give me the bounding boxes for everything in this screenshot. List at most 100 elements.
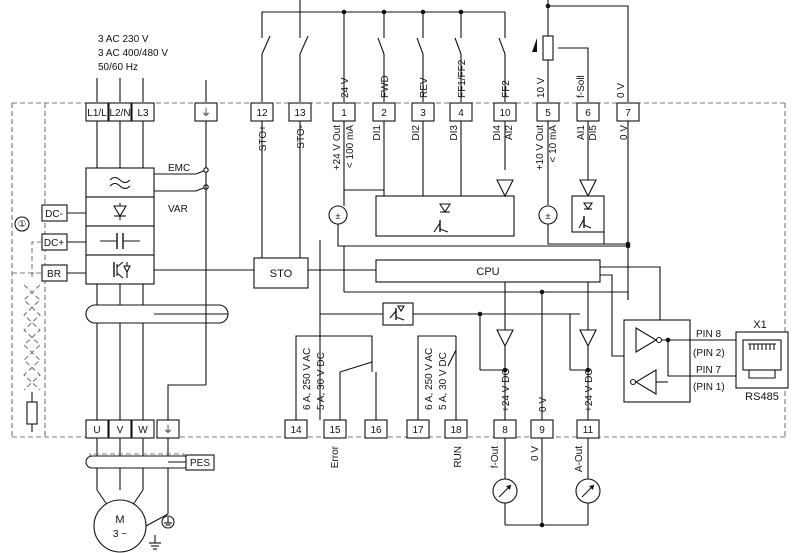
- rectifier-block: [85, 196, 155, 227]
- terminal-function-labels: STO+ STO- +24 V Out < 100 mA DI1 DI2 DI3…: [258, 125, 630, 171]
- terminal-15[interactable]: [323, 419, 347, 439]
- relay-rating-2: 5 A, 30 V DC: [438, 352, 449, 410]
- switch-contacts: [256, 35, 511, 55]
- terminal-label: 4: [458, 108, 464, 119]
- terminal-label: 5: [545, 108, 551, 119]
- signal-label: 24 V: [340, 77, 351, 98]
- terminal-label: 1: [341, 108, 347, 119]
- terminal-label: L1/L: [87, 108, 107, 119]
- output-function-label: +24 V DO: [501, 368, 512, 412]
- filter-icon: [109, 176, 131, 190]
- signal-label: 10 V: [536, 77, 547, 98]
- note-marker-icon: [14, 216, 30, 232]
- top-signal-labels: 24 V FWD REV FF1/FF2 FF2 10 V f-Soll 0 V: [340, 59, 627, 98]
- inverter-block: [85, 254, 155, 285]
- terminal-label: 2: [381, 108, 387, 119]
- potentiometer-icon: [532, 35, 554, 61]
- signal-label: FF1/FF2: [457, 59, 468, 98]
- supply-line-2: 3 AC 400/480 V: [98, 48, 168, 59]
- emc-label: EMC: [168, 163, 190, 174]
- function-label: DI3: [449, 125, 460, 141]
- function-label: 0 V: [619, 125, 630, 140]
- terminal-label: 16: [370, 425, 382, 436]
- rs485-transceiver: [623, 319, 691, 403]
- terminal-17[interactable]: [406, 419, 430, 439]
- pes-label: PES: [190, 458, 210, 469]
- ground-symbol-icon: ⏚: [163, 424, 173, 436]
- terminal-label: 10: [499, 108, 511, 119]
- relay-rating-1: 6 A, 250 V AC: [302, 348, 313, 410]
- output-function-label: 0 V: [538, 397, 549, 412]
- svg-text:±: ±: [335, 211, 340, 222]
- terminal-label: 9: [539, 425, 545, 436]
- optocoupler-block: [375, 195, 515, 237]
- rs485-label: RS485: [745, 391, 779, 403]
- emc-filter-block: [85, 167, 155, 198]
- terminal-label: 6: [585, 108, 591, 119]
- function-label: < 100 mA: [345, 125, 356, 168]
- motor-icon: [93, 499, 147, 553]
- optocoupler-icon: [433, 203, 451, 233]
- dc-minus-label: DC-: [45, 209, 63, 220]
- capacitor-icon: [100, 233, 140, 249]
- pin8-label: PIN 8: [696, 329, 721, 340]
- terminal-label: 8: [502, 425, 508, 436]
- terminal-16[interactable]: [364, 419, 388, 439]
- output-driver-icon: [496, 329, 514, 348]
- signal-label: FF2: [501, 80, 512, 98]
- emc-var-switch: EMC VAR: [154, 121, 209, 420]
- mains-wiring: [96, 78, 207, 102]
- terminal-label: 18: [450, 425, 462, 436]
- function-label: STO-: [296, 125, 307, 149]
- control-wiring-top: [261, 0, 629, 102]
- terminal-label: 17: [412, 425, 424, 436]
- relay-run: 6 A, 250 V AC 5 A, 30 V DC RUN: [417, 335, 464, 468]
- function-label: AI1: [576, 125, 587, 140]
- function-label: DI4: [492, 125, 503, 141]
- terminal-label: 3: [420, 108, 426, 119]
- note-marker: ①: [18, 219, 27, 230]
- relay-rating-2: 5 A, 30 V DC: [316, 352, 327, 410]
- output-function-label: +24 V DO: [584, 368, 595, 412]
- rj45-socket-icon[interactable]: [735, 331, 789, 389]
- supply-line-3: 50/60 Hz: [98, 62, 138, 73]
- terminal-14[interactable]: [284, 419, 308, 439]
- relay-error-label: Error: [330, 445, 341, 468]
- function-label: < 10 mA: [548, 125, 559, 163]
- pes-terminal[interactable]: [185, 454, 215, 471]
- var-label: VAR: [168, 204, 188, 215]
- f-out-label: f-Out: [490, 446, 501, 468]
- supply-line-1: 3 AC 230 V: [98, 34, 149, 45]
- terminal-label: 14: [290, 425, 302, 436]
- zero-v-label: 0 V: [530, 446, 541, 461]
- dc-plus-label: DC+: [44, 238, 64, 249]
- sto-section: STO: [154, 121, 376, 289]
- terminal-18[interactable]: [444, 419, 468, 439]
- supply-spec: 3 AC 230 V 3 AC 400/480 V 50/60 Hz: [98, 34, 168, 73]
- cpu-block: [375, 259, 601, 283]
- ai-optocoupler-block: [571, 195, 605, 233]
- comparator-icon: [579, 179, 597, 198]
- signal-label: f-Soll: [576, 75, 587, 98]
- terminal-label: W: [138, 425, 148, 436]
- terminal-label: 15: [329, 425, 341, 436]
- motor-letter: M: [115, 514, 124, 526]
- terminal-label: 13: [294, 108, 306, 119]
- ground-symbol-icon: ⏚: [201, 107, 211, 119]
- optocoupler-icon: [578, 202, 594, 229]
- terminal-label: U: [93, 425, 100, 436]
- signal-label: FWD: [380, 75, 391, 98]
- function-label: +10 V Out: [535, 125, 546, 171]
- relay-error: 6 A, 250 V AC 5 A, 30 V DC Error: [295, 314, 377, 468]
- output-function-labels: +24 V DO 0 V +24 V DO: [501, 368, 595, 412]
- terminal-label: 7: [625, 108, 631, 119]
- signal-label: 0 V: [616, 83, 627, 98]
- function-label: AI2: [504, 125, 515, 140]
- signal-label: REV: [419, 77, 430, 98]
- relay-run-label: RUN: [453, 446, 464, 468]
- a-out-label: A-Out: [574, 446, 585, 472]
- function-label: DI5: [588, 125, 599, 141]
- terminal-label: L2/N: [109, 108, 130, 119]
- function-label: DI2: [411, 125, 422, 141]
